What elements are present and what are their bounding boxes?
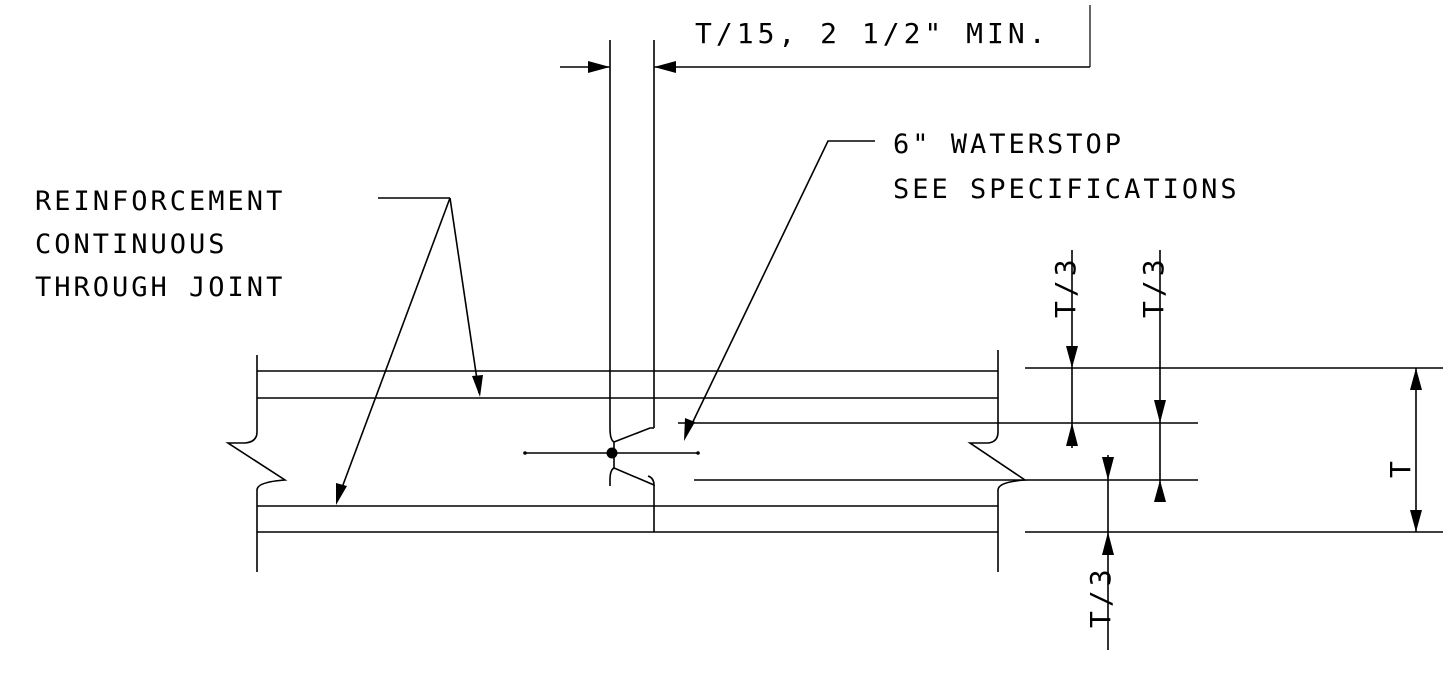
joint-key-shape: [609, 427, 655, 487]
dim-t3-top-right-label: T/3: [1137, 255, 1170, 318]
reinforcement-arrow-top: [472, 375, 483, 397]
waterstop-callout: 6" WATERSTOP SEE SPECIFICATIONS: [684, 129, 1240, 441]
joint-width-label: T/15, 2 1/2" MIN.: [695, 17, 1050, 50]
dim-t3-bottom-arrow-down: [1102, 457, 1114, 480]
waterstop-end-left: [523, 451, 527, 455]
reinforcement-label-line3: THROUGH JOINT: [35, 272, 285, 303]
reinforcement-label-line1: REINFORCEMENT: [35, 186, 285, 217]
slab-left-break-symbol: [225, 431, 288, 491]
waterstop-end-right: [696, 451, 700, 455]
joint-key-lower-curve: [609, 467, 615, 486]
joint-width-dimension: T/15, 2 1/2" MIN.: [560, 5, 1091, 400]
joint-width-arrow-right: [654, 61, 676, 73]
waterstop-center-bulb: [606, 447, 618, 459]
waterstop-leader-arrow: [684, 418, 695, 441]
right-dimensions: T/3 T/3 T/3 T: [678, 250, 1443, 650]
reinforcement-arrow-bottom: [336, 483, 347, 505]
dim-t3-top-left-arrow-up: [1066, 423, 1078, 446]
dim-t3-top-right-arrow-down: [1154, 400, 1166, 423]
slab-right-break-symbol: [967, 431, 1028, 491]
slab-section: [225, 345, 1028, 572]
reinforcement-leader-bottom: [336, 197, 451, 502]
joint-width-arrow-left: [588, 61, 610, 73]
dim-t3-bottom-arrow-up: [1102, 532, 1114, 555]
dim-t3-bottom-label: T/3: [1084, 565, 1117, 628]
reinforcement-label-line2: CONTINUOUS: [35, 229, 228, 260]
reinforcement-callout: REINFORCEMENT CONTINUOUS THROUGH JOINT: [35, 186, 483, 505]
dim-t3-top-right-arrow-up: [1154, 480, 1166, 502]
dim-thickness-arrow-top: [1410, 368, 1422, 390]
waterstop-label-line2: SEE SPECIFICATIONS: [893, 174, 1240, 205]
dim-thickness-label: T: [1384, 457, 1417, 478]
reinforcement-leader-top: [449, 197, 480, 394]
dim-t3-top-left-label: T/3: [1049, 255, 1082, 318]
waterstop-leader: [687, 140, 875, 433]
dim-thickness-arrow-bottom: [1410, 510, 1422, 532]
dim-t3-top-left-arrow-down: [1066, 346, 1078, 368]
waterstop-label-line1: 6" WATERSTOP: [893, 129, 1124, 160]
